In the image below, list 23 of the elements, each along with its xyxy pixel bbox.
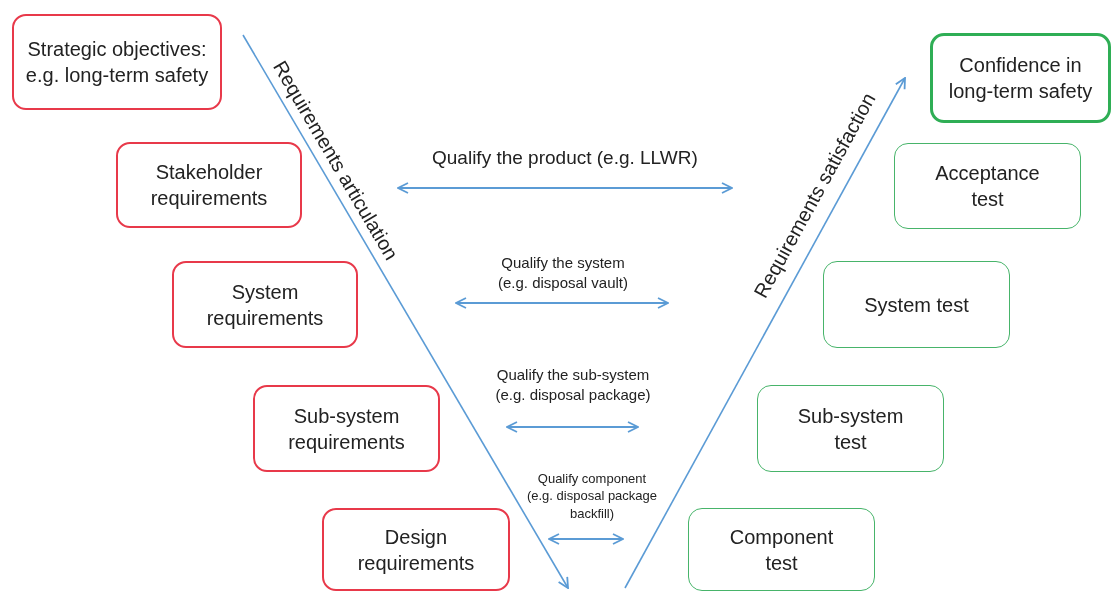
test-box: [930, 33, 1111, 123]
test-box: [757, 385, 944, 472]
arrow-label: Qualify the system (e.g. disposal vault): [496, 252, 630, 293]
test-box: [823, 261, 1010, 348]
box-label: Sub-system requirements: [287, 403, 406, 455]
requirement-box: [12, 14, 222, 110]
arrow-label: Qualify the sub-system (e.g. disposal package): [494, 364, 652, 405]
box-label: Acceptance test: [934, 161, 1041, 212]
arrow-label: Qualify component (e.g. disposal package backfill): [525, 469, 659, 523]
box-label: Component test: [728, 524, 835, 576]
requirement-box: [253, 385, 440, 472]
box-label: Strategic objectives: e.g. long-term safety: [24, 37, 210, 88]
box-label: Design requirements: [356, 524, 476, 576]
box-label: System requirements: [205, 279, 325, 331]
arrow-label: Qualify the product (e.g. LLWR): [432, 146, 698, 170]
box-label: Confidence in long-term safety: [947, 53, 1094, 104]
box-label: Stakeholder requirements: [149, 160, 269, 211]
box-label: Sub-system test: [796, 403, 905, 455]
test-box: [688, 508, 875, 591]
requirement-box: [322, 508, 510, 591]
box-label: System test: [864, 292, 969, 318]
test-box: [894, 143, 1081, 229]
requirement-box: [172, 261, 358, 348]
